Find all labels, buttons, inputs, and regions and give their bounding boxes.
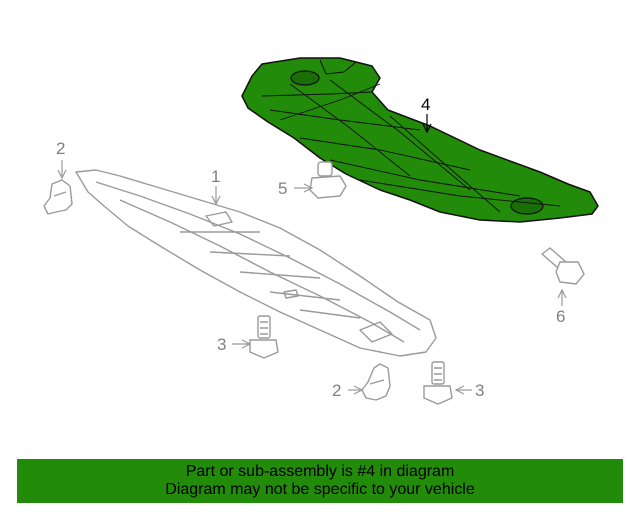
callout-2-left: 2	[56, 139, 66, 158]
part-6-bolt[interactable]	[540, 247, 585, 285]
part-2-clip-left[interactable]	[43, 179, 73, 215]
part-5-clip[interactable]	[309, 161, 347, 199]
info-banner: Part or sub-assembly is #4 in diagram Di…	[17, 459, 623, 503]
part-3-bolt-right[interactable]	[423, 361, 453, 405]
callout-3-right: 3	[475, 381, 485, 400]
part-3-bolt-left[interactable]	[249, 315, 279, 359]
leader-lines	[57, 114, 567, 395]
callout-2-bottom: 2	[332, 381, 342, 400]
callout-1: 1	[211, 167, 221, 186]
callout-5: 5	[278, 179, 288, 198]
callout-3-left: 3	[217, 335, 227, 354]
callout-6: 6	[556, 307, 566, 326]
banner-line-1: Part or sub-assembly is #4 in diagram	[185, 463, 455, 480]
callout-4: 4	[421, 95, 431, 114]
banner-line-2: Diagram may not be specific to your vehi…	[165, 481, 475, 498]
part-1-under-cover[interactable]	[75, 169, 437, 357]
part-4-highlighted[interactable]	[241, 57, 599, 223]
part-2-clip-bottom[interactable]	[361, 363, 391, 401]
